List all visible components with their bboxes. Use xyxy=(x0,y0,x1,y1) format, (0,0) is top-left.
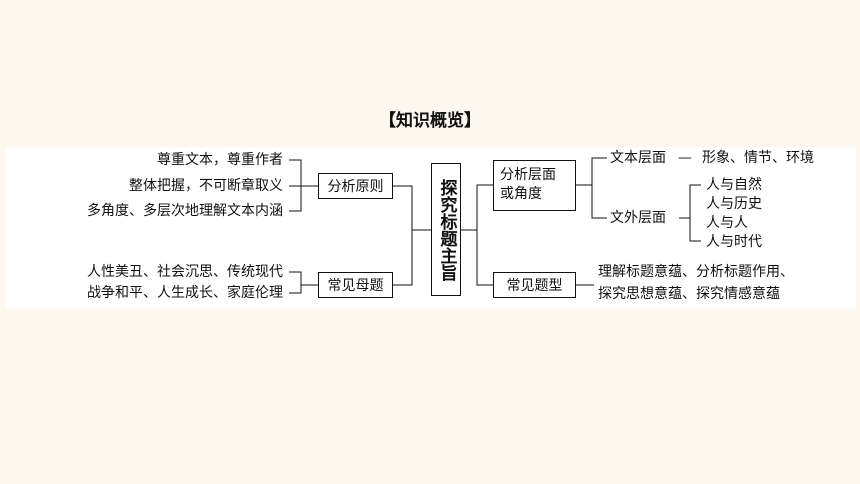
center-topic-box: 探究标题主旨 xyxy=(431,163,461,296)
outer-level-item-1: 人与自然 xyxy=(706,177,762,193)
text-level-content: 形象、情节、环境 xyxy=(702,150,814,166)
outer-level-item-4: 人与时代 xyxy=(706,234,762,250)
diagram-panel xyxy=(5,147,856,309)
principle-item-2: 整体把握，不可断章取义 xyxy=(129,178,283,194)
outer-level-item-3: 人与人 xyxy=(706,215,748,231)
motifs-label: 常见母题 xyxy=(327,278,384,294)
principle-item-3: 多角度、多层次地理解文本内涵 xyxy=(87,203,283,219)
levels-label-line1: 分析层面 xyxy=(500,167,556,183)
principle-item-1: 尊重文本，尊重作者 xyxy=(157,152,283,168)
types-label: 常见题型 xyxy=(506,278,563,294)
motifs-box: 常见母题 xyxy=(318,272,393,298)
text-level-dash: — xyxy=(678,150,692,166)
types-box: 常见题型 xyxy=(493,272,576,298)
text-level-label: 文本层面 xyxy=(610,150,666,166)
principle-box: 分析原则 xyxy=(318,173,393,199)
page-title: 【知识概览】 xyxy=(379,111,481,131)
principle-label: 分析原则 xyxy=(327,179,384,195)
types-item-1: 理解标题意蕴、分析标题作用、 xyxy=(598,264,794,280)
outer-level-label: 文外层面 xyxy=(610,210,666,226)
levels-label-line2: 或角度 xyxy=(500,186,542,202)
outer-level-item-2: 人与历史 xyxy=(706,196,762,212)
levels-box: 分析层面 或角度 xyxy=(493,160,576,211)
motif-item-2: 战争和平、人生成长、家庭伦理 xyxy=(87,285,283,301)
motif-item-1: 人性美丑、社会沉思、传统现代 xyxy=(87,264,283,280)
center-topic-label: 探究标题主旨 xyxy=(436,178,457,281)
types-item-2: 探究思想意蕴、探究情感意蕴 xyxy=(598,286,780,302)
